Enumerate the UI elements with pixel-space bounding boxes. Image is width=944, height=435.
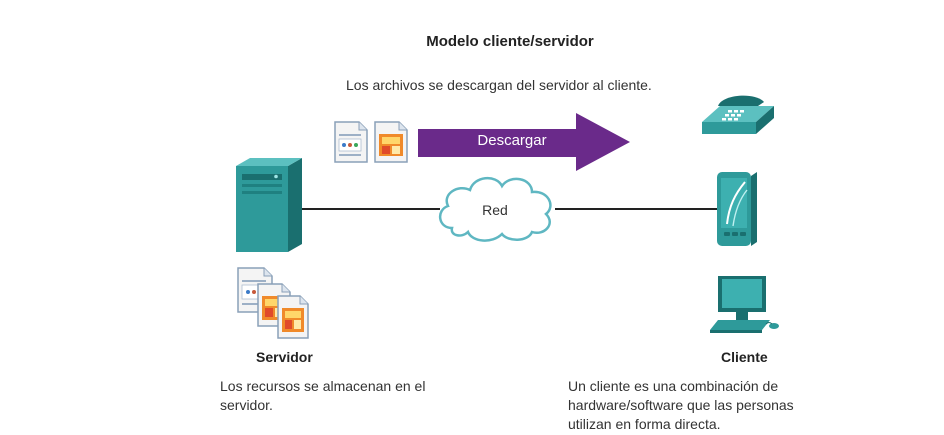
pda-icon	[717, 172, 757, 246]
file-icon	[334, 121, 408, 163]
diagram-title: Modelo cliente/servidor	[426, 33, 594, 50]
ip-phone-icon	[702, 95, 774, 134]
network-label: Red	[482, 202, 508, 218]
download-arrow-label: Descargar	[477, 132, 547, 149]
client-label: Cliente	[721, 349, 768, 365]
cloud-icon	[439, 177, 552, 242]
server-label: Servidor	[256, 349, 313, 365]
diagram-subtitle: Los archivos se descargan del servidor a…	[346, 77, 652, 93]
document-stack-icon	[237, 267, 309, 339]
server-description: Los recursos se almacenan en el servidor…	[220, 378, 426, 413]
desktop-computer-icon	[710, 276, 779, 333]
download-arrow-icon	[418, 113, 630, 171]
client-description: Un cliente es una combinación de hardwar…	[568, 378, 794, 432]
server-tower-icon	[236, 158, 302, 252]
